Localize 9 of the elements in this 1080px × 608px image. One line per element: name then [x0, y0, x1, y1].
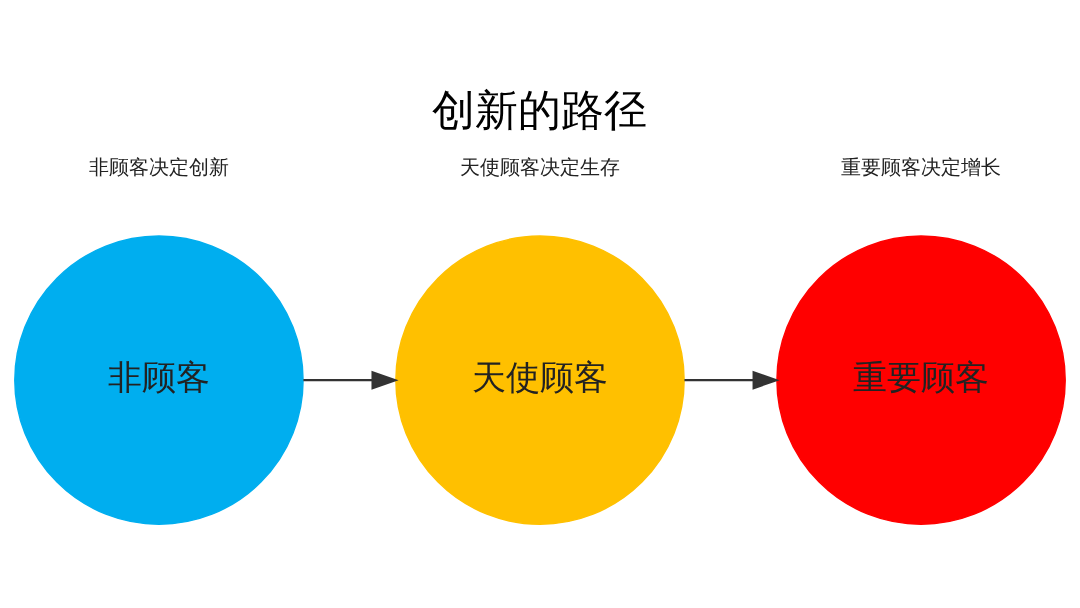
node-circle: 天使顾客	[395, 234, 685, 525]
arrow	[303, 370, 399, 390]
arrow	[684, 370, 780, 390]
node-label: 非顾客决定创新	[88, 154, 229, 179]
node-circle: 非顾客	[14, 234, 304, 525]
diagram-title: 创新的路径	[432, 84, 648, 135]
node-label: 重要顾客决定增长	[841, 154, 1002, 179]
node-circle: 重要顾客	[776, 234, 1066, 525]
node-label: 天使顾客决定生存	[460, 154, 620, 179]
